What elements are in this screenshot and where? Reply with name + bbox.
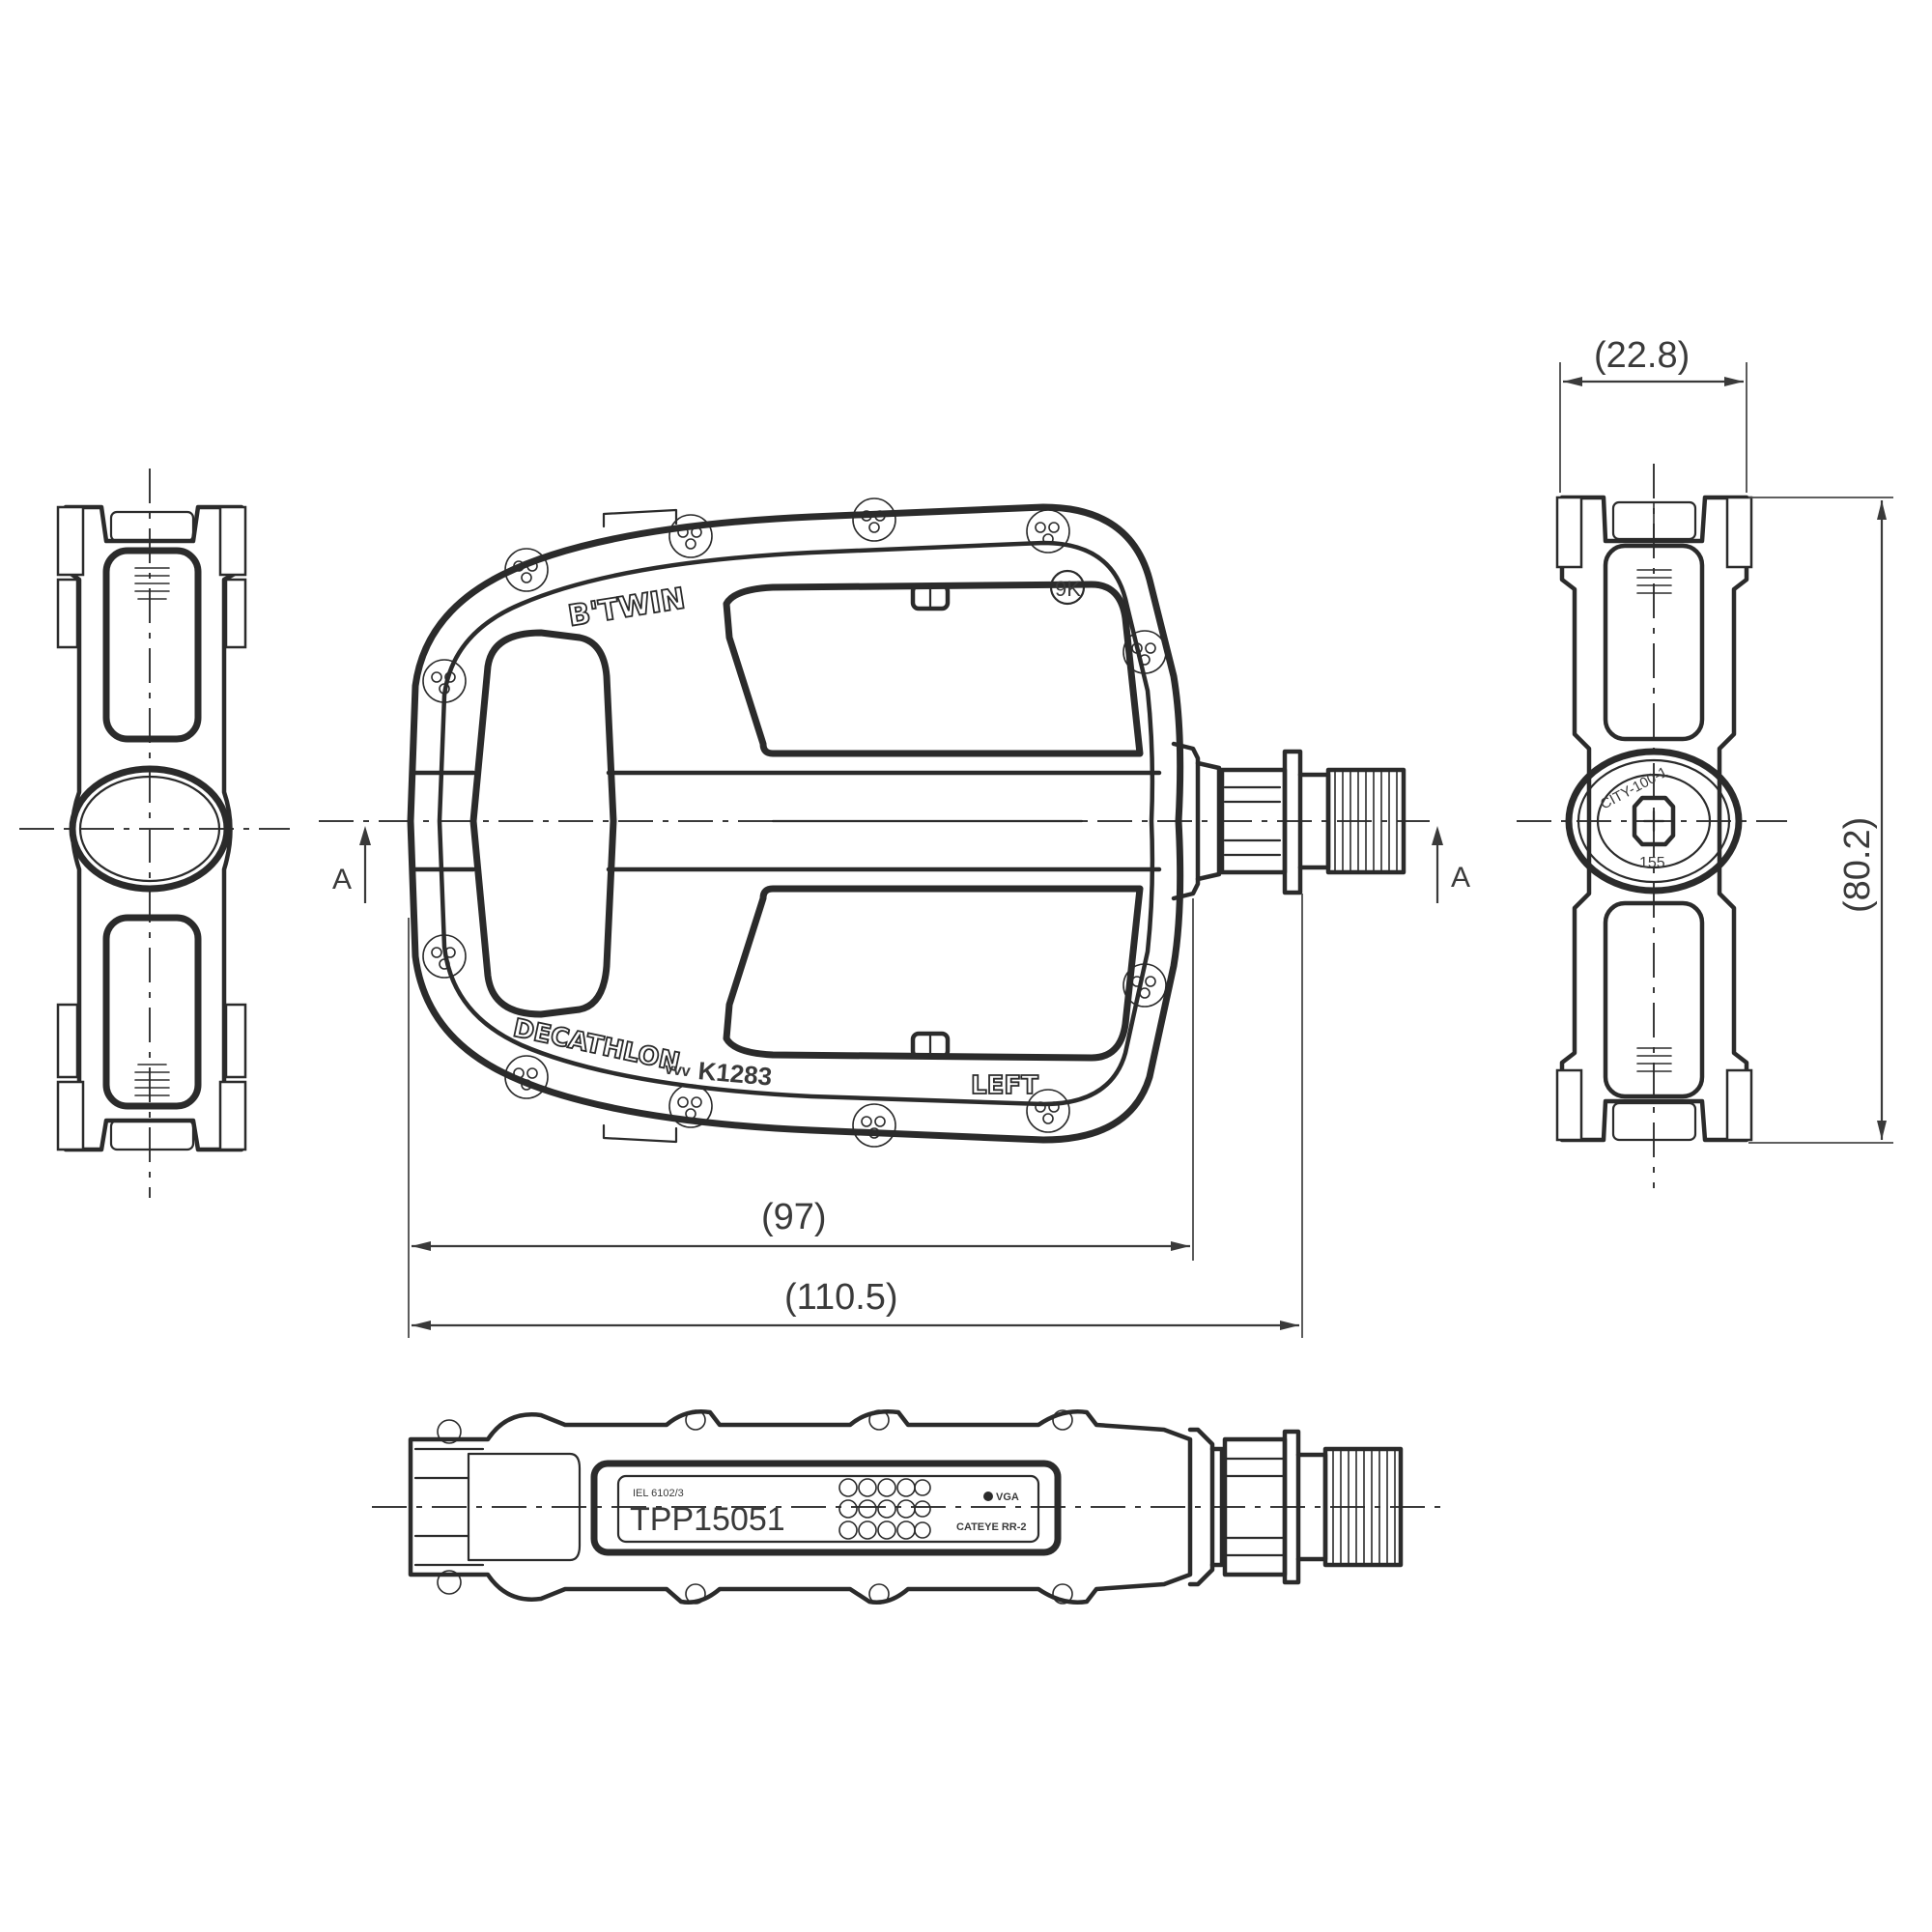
reflector-small-text: IEL 6102/3 [633, 1488, 684, 1499]
brand-logo-text: B'TWIN [566, 582, 688, 634]
right-end-view: CITY-100-1 155 [1517, 464, 1787, 1188]
reflector-brand: CATEYE RR-2 [956, 1521, 1027, 1533]
section-marker-left: A [332, 826, 371, 903]
dimension-side-width: (22.8) [1559, 335, 1747, 493]
left-end-view [19, 469, 290, 1198]
reflector-prism-grid [838, 1478, 931, 1540]
side-label: LEFT [971, 1071, 1038, 1100]
axle-marking-number: 155 [1639, 855, 1665, 871]
model-number: K1283 [696, 1056, 773, 1092]
section-letter-left: A [332, 864, 352, 895]
dimension-label-side-width: (22.8) [1594, 335, 1690, 376]
mold-mark-icon: ᵥᵥᵥ [663, 1052, 692, 1081]
dimension-label-height: (80.2) [1837, 817, 1878, 913]
top-view: B'TWIN DECATHLON ᵥᵥᵥ K1283 LEFT 9K A A [319, 497, 1470, 1148]
reflector-mark-icon [983, 1492, 993, 1501]
bottom-view: IEL 6102/3 TPP15051 VGA CATEYE RR-2 [372, 1409, 1444, 1605]
badge-text: 9K [1055, 577, 1081, 601]
dimension-overall-length: (110.5) [412, 894, 1303, 1338]
dimension-body-length: (97) [408, 898, 1194, 1338]
reflector-code: TPP15051 [630, 1501, 785, 1538]
section-marker-right: A [1432, 826, 1470, 903]
dimension-label-overall-length: (110.5) [784, 1277, 898, 1318]
reflector-mark: VGA [996, 1492, 1019, 1503]
dimension-height: (80.2) [1748, 497, 1893, 1144]
badge-circle [1049, 569, 1086, 606]
dimension-label-body-length: (97) [761, 1197, 827, 1237]
section-letter-right: A [1451, 862, 1470, 894]
